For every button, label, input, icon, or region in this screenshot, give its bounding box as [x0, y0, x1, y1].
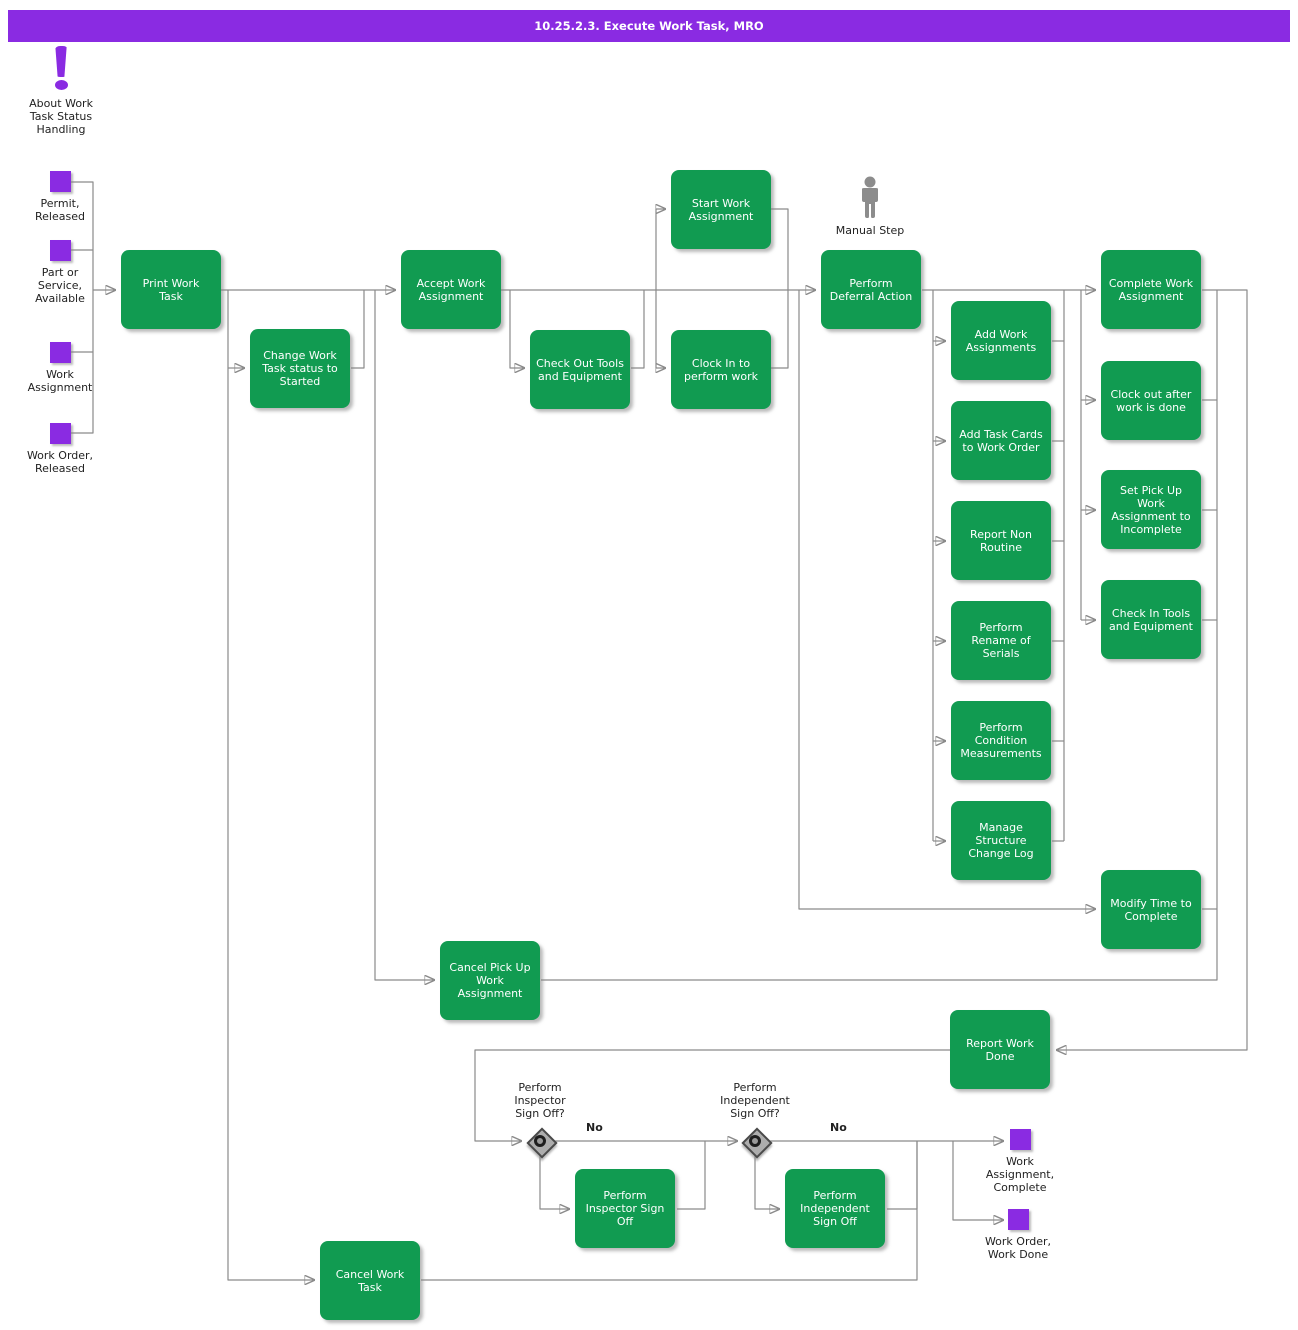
decision-question-inspector: Perform Inspector Sign Off?: [514, 1081, 566, 1120]
task-perform-independent-sign-off[interactable]: Perform Independent Sign Off: [785, 1169, 885, 1248]
task-label: Clock out after work is done: [1110, 387, 1192, 414]
task-label: Report Work Done: [966, 1036, 1034, 1063]
event-square-icon: [1007, 1209, 1029, 1230]
task-set-pick-up-work-assignment-to-incomplete[interactable]: Set Pick Up Work Assignment to Incomplet…: [1101, 470, 1201, 549]
task-cancel-pick-up-work-assignment[interactable]: Cancel Pick Up Work Assignment: [440, 941, 540, 1020]
task-add-task-cards-to-work-order[interactable]: Add Task Cards to Work Order: [951, 401, 1051, 480]
gateway-independent-sign-off[interactable]: [741, 1127, 773, 1159]
task-change-work-task-status-to-started[interactable]: Change Work Task status to Started: [250, 329, 350, 408]
task-label: Cancel Work Task: [335, 1267, 405, 1294]
event-label: Permit, Released: [35, 197, 85, 223]
task-start-work-assignment[interactable]: Start Work Assignment: [671, 170, 771, 249]
task-label: Perform Independent Sign Off: [800, 1189, 870, 1228]
task-cancel-work-task[interactable]: Cancel Work Task: [320, 1241, 420, 1320]
task-print-work-task[interactable]: Print Work Task: [121, 250, 221, 329]
start-event-permit-released[interactable]: Permit, Released: [5, 171, 115, 223]
task-label: Check Out Tools and Equipment: [536, 356, 624, 383]
event-label: Work Assignment: [27, 368, 93, 394]
task-report-non-routine[interactable]: Report Non Routine: [951, 501, 1051, 580]
task-label: Complete Work Assignment: [1108, 276, 1194, 303]
event-square-icon: [49, 342, 71, 363]
task-label: Perform Condition Measurements: [960, 721, 1042, 760]
task-perform-inspector-sign-off[interactable]: Perform Inspector Sign Off: [575, 1169, 675, 1248]
exclamation-icon: [55, 46, 67, 77]
person-icon: [862, 176, 878, 218]
about-note[interactable]: About Work Task Status Handling: [11, 46, 111, 136]
event-square-icon: [49, 423, 71, 444]
start-event-part-or-service-available[interactable]: Part or Service, Available: [5, 240, 115, 305]
task-perform-rename-of-serials[interactable]: Perform Rename of Serials: [951, 601, 1051, 680]
task-accept-work-assignment[interactable]: Accept Work Assignment: [401, 250, 501, 329]
task-label: Add Task Cards to Work Order: [959, 427, 1043, 454]
about-note-label: About Work Task Status Handling: [29, 97, 93, 136]
event-square-icon: [49, 240, 71, 261]
task-perform-condition-measurements[interactable]: Perform Condition Measurements: [951, 701, 1051, 780]
end-event-work-assignment-complete[interactable]: Work Assignment, Complete: [965, 1129, 1075, 1194]
task-label: Start Work Assignment: [688, 196, 754, 223]
task-label: Perform Deferral Action: [829, 276, 913, 303]
task-clock-out-after-work-is-done[interactable]: Clock out after work is done: [1101, 361, 1201, 440]
gateway-circle-icon: [749, 1135, 761, 1147]
start-event-work-assignment[interactable]: Work Assignment: [5, 342, 115, 394]
task-add-work-assignments[interactable]: Add Work Assignments: [951, 301, 1051, 380]
branch-label-no: No: [586, 1121, 603, 1134]
task-clock-in-to-perform-work[interactable]: Clock In to perform work: [671, 330, 771, 409]
manual-step-label: Manual Step: [835, 224, 905, 237]
task-label: Set Pick Up Work Assignment to Incomplet…: [1111, 483, 1191, 536]
task-check-out-tools-and-equipment[interactable]: Check Out Tools and Equipment: [530, 330, 630, 409]
event-square-icon: [49, 171, 71, 192]
page-title: 10.25.2.3. Execute Work Task, MRO: [8, 10, 1290, 42]
event-label: Part or Service, Available: [35, 266, 85, 305]
task-perform-deferral-action[interactable]: Perform Deferral Action: [821, 250, 921, 329]
task-label: Check In Tools and Equipment: [1109, 606, 1193, 633]
gateway-inspector-sign-off[interactable]: [526, 1127, 558, 1159]
task-modify-time-to-complete[interactable]: Modify Time to Complete: [1101, 870, 1201, 949]
task-report-work-done[interactable]: Report Work Done: [950, 1010, 1050, 1089]
task-label: Print Work Task: [142, 276, 200, 303]
task-manage-structure-change-log[interactable]: Manage Structure Change Log: [951, 801, 1051, 880]
event-label: Work Order, Released: [26, 449, 94, 475]
task-check-in-tools-and-equipment[interactable]: Check In Tools and Equipment: [1101, 580, 1201, 659]
exclamation-dot-icon: [54, 80, 68, 90]
task-label: Change Work Task status to Started: [262, 349, 338, 388]
gateway-circle-icon: [534, 1135, 546, 1147]
task-complete-work-assignment[interactable]: Complete Work Assignment: [1101, 250, 1201, 329]
end-event-work-order-work-done[interactable]: Work Order, Work Done: [963, 1209, 1073, 1261]
task-label: Add Work Assignments: [965, 327, 1037, 354]
task-label: Clock In to perform work: [683, 356, 759, 383]
start-event-work-order-released[interactable]: Work Order, Released: [5, 423, 115, 475]
event-square-icon: [1009, 1129, 1031, 1150]
event-label: Work Order, Work Done: [984, 1235, 1052, 1261]
task-label: Manage Structure Change Log: [968, 821, 1034, 860]
task-label: Perform Inspector Sign Off: [585, 1189, 665, 1228]
task-label: Report Non Routine: [970, 527, 1032, 554]
task-label: Accept Work Assignment: [416, 276, 486, 303]
decision-question-independent: Perform Independent Sign Off?: [720, 1081, 790, 1120]
task-label: Cancel Pick Up Work Assignment: [449, 961, 531, 1000]
manual-step: Manual Step: [820, 176, 920, 237]
task-label: Perform Rename of Serials: [971, 621, 1031, 660]
task-label: Modify Time to Complete: [1110, 896, 1192, 923]
branch-label-no: No: [830, 1121, 847, 1134]
event-label: Work Assignment, Complete: [985, 1155, 1055, 1194]
